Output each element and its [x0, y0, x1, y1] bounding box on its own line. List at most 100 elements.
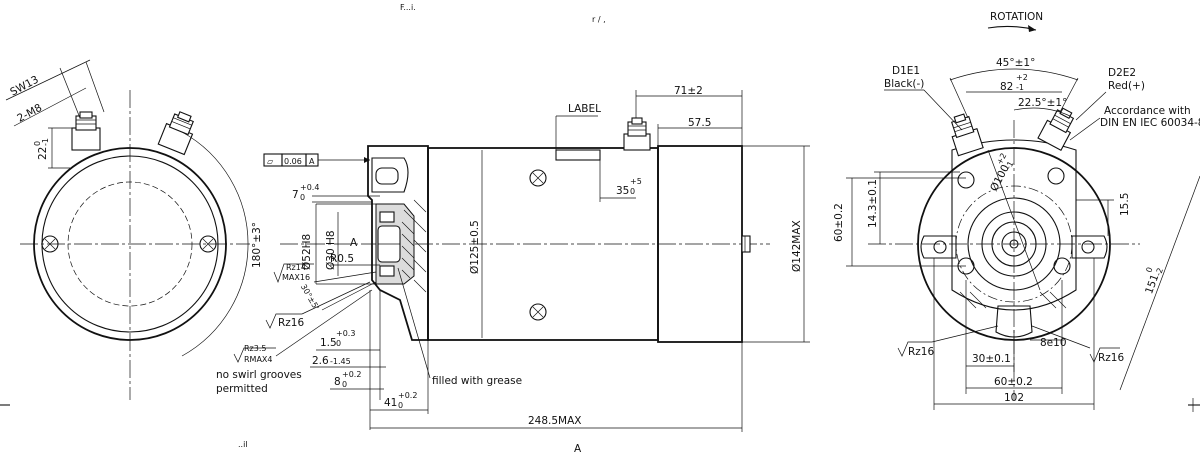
- dim-102: 102: [1004, 392, 1024, 404]
- rotation-label: ROTATION: [990, 11, 1043, 23]
- dim-60-vertical: 60±0.2: [833, 203, 845, 242]
- dim-diameter-52: Ø52H8: [301, 234, 313, 270]
- dim-diameter-142: Ø142MAX: [791, 220, 803, 272]
- note-no-swirl: no swirl grooves: [216, 369, 302, 381]
- roughness-rz16: Rz16: [278, 317, 304, 329]
- terminal-post-left: [71, 111, 101, 151]
- roughness-symbol-rz35-icon: [233, 347, 276, 363]
- bearing-ring: [991, 221, 1037, 267]
- roughness-rmax4: RMAX4: [244, 355, 273, 364]
- roughness-rz16-right-icon: [1089, 347, 1120, 363]
- dim-35: 35: [616, 185, 629, 197]
- svg-text:-1: -1: [41, 138, 50, 146]
- label-plate: [555, 149, 601, 161]
- dim-30: 30±0.1: [972, 353, 1011, 365]
- fragment-bottom: ..il: [238, 440, 248, 449]
- svg-text:+0.3: +0.3: [336, 329, 355, 338]
- svg-text:+0.2: +0.2: [398, 391, 417, 400]
- bottom-hatching: [959, 291, 1067, 309]
- dim-22: 22: [37, 147, 49, 160]
- accordance-line-1: Accordance with: [1104, 105, 1191, 117]
- mount-hole-tl: [957, 171, 975, 189]
- mounting-screw-right: [199, 235, 217, 253]
- dim-8: 8: [334, 376, 341, 388]
- dim-7: 7: [292, 189, 299, 201]
- angle-45: 45°±1°: [996, 57, 1035, 69]
- label-text: LABEL: [568, 103, 601, 115]
- dim-57-5: 57.5: [688, 117, 711, 129]
- angle-arc-180: [181, 131, 249, 357]
- terminal-post-right: [157, 111, 194, 156]
- roughness-rz16-left: Rz16: [908, 346, 934, 358]
- dim-15-5: 15.5: [1119, 193, 1131, 216]
- roughness-max16: MAX16: [282, 273, 310, 282]
- dim-41: 41: [384, 397, 397, 409]
- svg-text:0: 0: [33, 141, 42, 146]
- flange-slot: [375, 167, 399, 185]
- angle-30: 30°±5': [299, 283, 321, 312]
- motor-body-outer: [33, 147, 227, 341]
- roughness-rz16-left-icon: [897, 341, 932, 357]
- section-label-a: A: [574, 443, 582, 455]
- terminal-black-label: Black(-): [884, 78, 924, 90]
- dim-82: 82: [1000, 81, 1013, 93]
- terminal-d2e2-label: D2E2: [1108, 67, 1136, 79]
- motor-cover-dashed: [67, 181, 193, 307]
- angle-22-5: 22.5°±1°: [1018, 97, 1067, 109]
- left-end-view: SW13 2-M8 22 0 -1 180°±3°: [5, 59, 263, 400]
- tolerance-symbol: ▱: [267, 157, 274, 166]
- dim-1-5: 1.5: [320, 337, 337, 349]
- note-permitted: permitted: [216, 383, 268, 395]
- dim-8e10: 8e10: [1040, 337, 1067, 349]
- right-end-view: 45°±1° D1E1 Black(-) 82 +2 -1 D2E2 Red(+…: [833, 57, 1200, 410]
- radius-r05: R0.5: [330, 253, 354, 265]
- end-shield-flange: [920, 235, 957, 259]
- svg-text:-1: -1: [1016, 83, 1024, 92]
- accordance-line-2: DIN EN IEC 60034-8: [1100, 117, 1200, 129]
- pitch-circle: [955, 185, 1073, 303]
- svg-text:+0.4: +0.4: [300, 183, 319, 192]
- bearing-boss: [981, 211, 1047, 277]
- roughness-rz16-right: Rz16: [1098, 352, 1124, 364]
- svg-text:0: 0: [336, 339, 341, 348]
- section-hatching: [401, 199, 427, 293]
- svg-text:+2: +2: [1016, 73, 1028, 82]
- dim-71: 71±2: [674, 85, 703, 97]
- mounting-flange: [367, 145, 429, 341]
- fragment-top-1: F...i.: [400, 3, 416, 12]
- shaft: [1001, 231, 1027, 257]
- bearing-boss-outer: [967, 197, 1061, 291]
- svg-text:+0.2: +0.2: [342, 370, 361, 379]
- svg-text:0: 0: [398, 401, 403, 410]
- thread-spec: 2-M8: [15, 102, 44, 125]
- roughness-symbol-icon: [273, 263, 314, 284]
- shaft-stub: [741, 235, 751, 253]
- grease-note: filled with grease: [432, 375, 522, 387]
- roughness-rz14: Rz14: [286, 263, 306, 272]
- angle-180: 180°±3°: [251, 222, 263, 268]
- bottom-boss: [995, 305, 1033, 338]
- terminal-d1e1: [950, 113, 984, 157]
- terminal-red-label: Red(+): [1108, 80, 1145, 92]
- seal-ring-lower: [379, 265, 395, 277]
- mounting-screw-left: [41, 235, 59, 253]
- flange-hole-left: [933, 240, 947, 254]
- dim-diameter-125: Ø125±0.5: [469, 220, 481, 274]
- angle-arc-22-5: [1013, 107, 1071, 117]
- roughness-rz35: Rz3.5: [244, 344, 266, 353]
- seal-ring: [379, 211, 395, 223]
- dim-248-5: 248.5MAX: [528, 415, 582, 427]
- housing-screw-top: [529, 169, 547, 187]
- side-section-view: LABEL: [216, 85, 810, 455]
- svg-text:0: 0: [1144, 266, 1154, 274]
- fragment-top-2: r / ,: [592, 15, 606, 24]
- dim-diameter-30: Ø30 H8: [325, 230, 337, 270]
- svg-text:-1.45: -1.45: [330, 357, 351, 366]
- dim-2-6: 2.6: [312, 355, 329, 367]
- terminal-post-top: [623, 117, 651, 151]
- motor-housing: [427, 147, 659, 341]
- mount-hole-tr: [1047, 167, 1065, 185]
- svg-text:-1: -1: [1004, 160, 1016, 171]
- datum-a-left: A: [350, 237, 358, 249]
